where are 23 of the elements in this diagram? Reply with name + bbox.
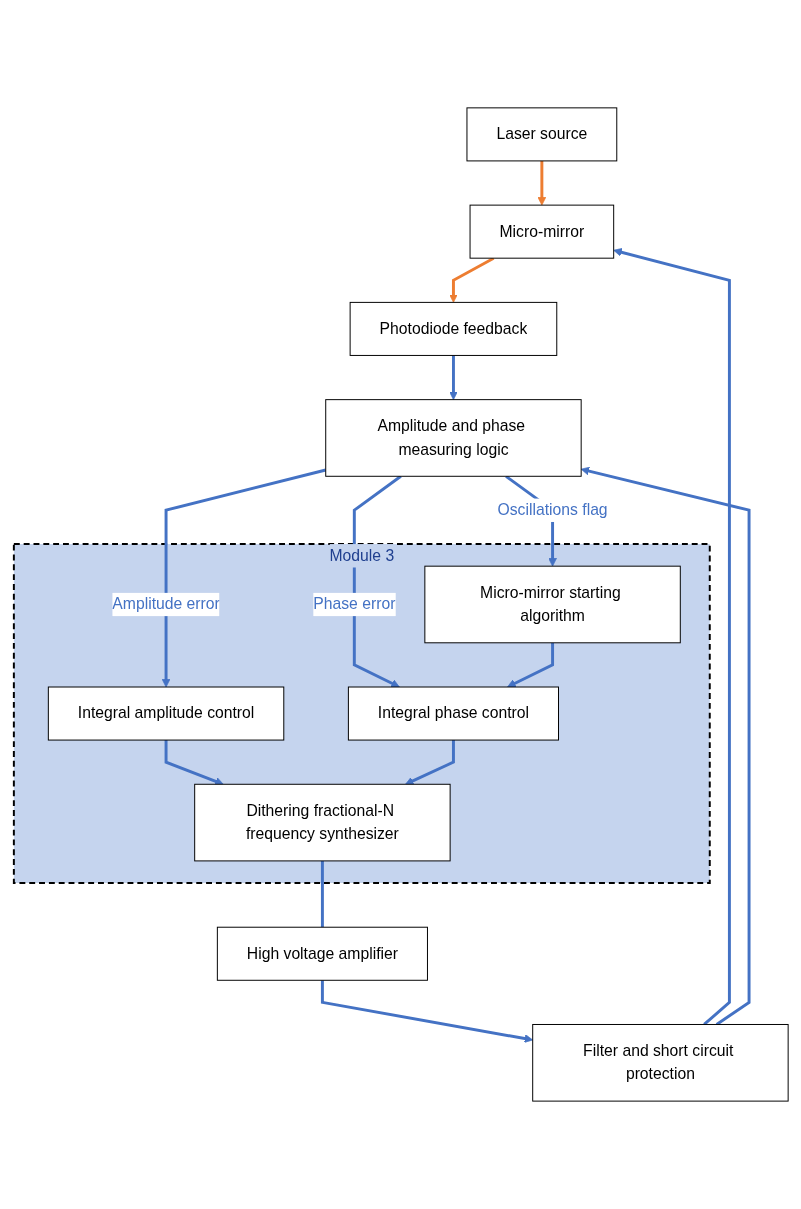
node-box: Dithering fractional-N frequency synthesizer (193, 783, 451, 862)
edge-label: Oscillations flag (497, 501, 608, 519)
arrow (506, 642, 554, 688)
edge-label: Amplitude error (111, 595, 220, 613)
arrow (164, 740, 224, 786)
node-box: Integral phase control (347, 686, 559, 741)
arrow (537, 160, 546, 206)
node-box: Micro-mirror (469, 204, 614, 259)
arrow (404, 740, 455, 785)
node-box: Integral amplitude control (47, 686, 284, 741)
arrow (161, 468, 326, 688)
arrow (448, 355, 458, 401)
node-box: High voltage amplifier (216, 926, 428, 981)
arrow (612, 248, 731, 1026)
node-box: Filter and short circuit protection (531, 1024, 789, 1102)
arrow (320, 980, 533, 1043)
edge-label: Phase error (312, 595, 395, 613)
node-box: Photodiode feedback (349, 301, 557, 356)
node-box: Laser source (465, 107, 617, 162)
node-box: Amplitude and phase measuring logic (324, 399, 582, 477)
node-box: Micro-mirror starting algorithm (423, 565, 681, 644)
connector (320, 860, 324, 928)
arrow (580, 466, 751, 1026)
